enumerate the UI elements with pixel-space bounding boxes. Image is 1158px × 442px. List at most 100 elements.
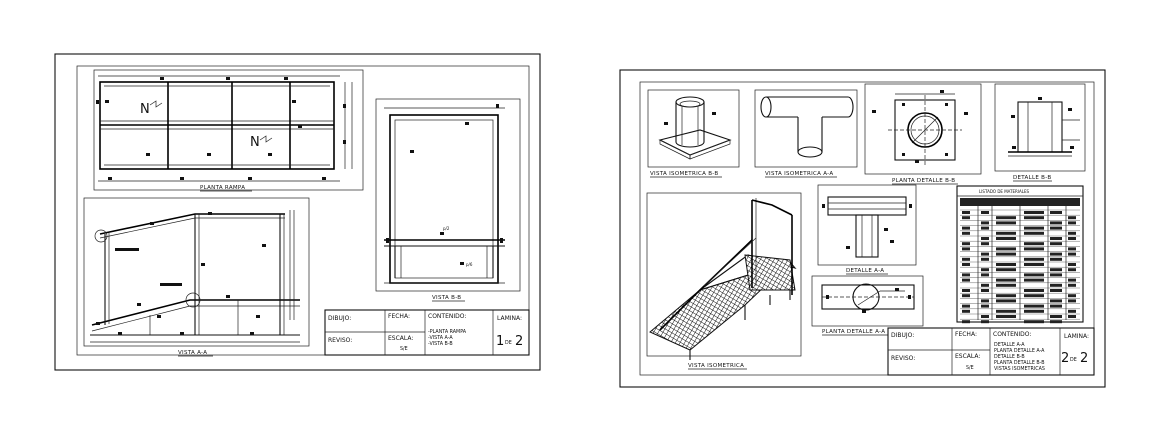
view-iso-aa: VISTA ISOMETRICA A-A — [754, 89, 858, 178]
tb1-escala: ESCALA: — [388, 335, 413, 342]
materials-cell-mark — [1024, 211, 1044, 214]
materials-cell-mark — [981, 283, 989, 287]
materials-cell-mark — [1024, 294, 1044, 298]
materials-cell-mark — [1024, 226, 1044, 230]
tb2-contenido-3: DETALLE B-B — [994, 354, 1025, 360]
tb1-escala-value: S/E — [400, 346, 408, 352]
materials-cell-mark — [1068, 216, 1076, 220]
materials-cell-mark — [1024, 309, 1044, 313]
materials-cell-mark — [1024, 278, 1044, 282]
materials-cell-mark — [1050, 320, 1062, 324]
materials-cell-mark — [1068, 278, 1076, 282]
materials-cell-mark — [962, 309, 970, 313]
label-iso-bb: VISTA ISOMETRICA B-B — [650, 171, 718, 177]
label-detalle-bb: DETALLE B-B — [1013, 175, 1051, 181]
tb2-contenido: CONTENIDO: — [993, 331, 1031, 338]
tb2-escala-value: S/E — [966, 365, 974, 371]
materials-cell-mark — [962, 289, 970, 292]
materials-cell-mark — [962, 320, 970, 324]
tb2-lamina-total: 2 — [1080, 351, 1088, 366]
materials-cell-mark — [1050, 257, 1062, 261]
materials-cell-mark — [981, 211, 989, 214]
view-detalle-aa: DETALLE A-A — [817, 184, 917, 275]
materials-cell-mark — [1024, 304, 1044, 308]
materials-cell-mark — [1024, 289, 1044, 292]
tb1-lamina: LAMINA: — [497, 315, 522, 322]
materials-cell-mark — [996, 231, 1016, 235]
tb2-contenido-2: PLANTA DETALLE A-A — [994, 348, 1045, 354]
materials-cell-mark — [1050, 315, 1062, 318]
label-isometrica: VISTA ISOMETRICA — [688, 363, 744, 369]
materials-cell-mark — [1050, 226, 1062, 230]
tb2-lamina-de: DE — [1070, 357, 1077, 363]
materials-cell-mark — [996, 278, 1016, 282]
view-planta-rampa: N N PLANTA RAMPA — [93, 69, 364, 192]
materials-cell-mark — [981, 226, 989, 230]
materials-cell-mark — [996, 252, 1016, 256]
tb1-fecha: FECHA: — [388, 313, 410, 320]
materials-cell-mark — [981, 237, 989, 240]
view-iso-bb: VISTA ISOMETRICA B-B — [647, 89, 740, 178]
materials-cell-mark — [1068, 252, 1076, 256]
materials-cell-mark — [996, 283, 1016, 287]
label-planta-detalle-bb: PLANTA DETALLE B-B — [892, 178, 955, 184]
materials-cell-mark — [1050, 221, 1062, 225]
sheet-1-inner-frame — [76, 65, 530, 356]
materials-cell-mark — [962, 263, 970, 266]
title-block-sheet-2: DIBUJO: REVISO: FECHA: ESCALA: S/E CONTE… — [887, 327, 1095, 376]
label-planta-rampa: PLANTA RAMPA — [200, 185, 245, 191]
materials-cell-mark — [981, 304, 989, 308]
materials-cell-mark — [1068, 237, 1076, 240]
label-detalle-aa: DETALLE A-A — [846, 268, 884, 274]
materials-cell-mark — [1068, 309, 1076, 313]
view-planta-detalle-bb: PLANTA DETALLE B-B — [864, 83, 982, 185]
view-isometrica: VISTA ISOMETRICA — [646, 192, 802, 370]
tb2-lamina-num: 2 — [1061, 351, 1069, 366]
materials-cell-mark — [1050, 268, 1062, 272]
sheet-2-inner-frame — [639, 81, 1095, 376]
materials-cell-mark — [996, 216, 1016, 220]
materials-cell-mark — [1068, 283, 1076, 287]
materials-cell-mark — [1068, 263, 1076, 266]
materials-cell-mark — [1024, 247, 1044, 251]
tb1-dibujo: DIBUJO: — [328, 315, 351, 322]
tb2-fecha: FECHA: — [955, 331, 977, 338]
callout-p2: p/2 — [443, 226, 450, 231]
materials-cell-mark — [962, 294, 970, 298]
materials-cell-mark — [1050, 237, 1062, 240]
materials-cell-mark — [1068, 221, 1076, 225]
materials-cell-mark — [962, 273, 970, 277]
tb1-contenido-3: -VISTA B-B — [428, 341, 453, 347]
materials-cell-mark — [1050, 273, 1062, 277]
sheet-2-border — [619, 69, 1106, 388]
materials-cell-mark — [1068, 315, 1076, 318]
materials-cell-mark — [981, 242, 989, 246]
materials-cell-mark — [1050, 289, 1062, 292]
materials-cell-mark — [1050, 304, 1062, 308]
materials-cell-mark — [1050, 211, 1062, 214]
materials-cell-mark — [996, 294, 1016, 298]
tb1-lamina-de: DE — [505, 340, 512, 346]
materials-cell-mark — [996, 247, 1016, 251]
label-vista-aa: VISTA A-A — [178, 350, 207, 356]
sheet-2: VISTA ISOMETRICA B-B VISTA ISOMETRICA A-… — [619, 69, 1106, 388]
label-iso-aa: VISTA ISOMETRICA A-A — [765, 171, 833, 177]
materials-cell-mark — [996, 309, 1016, 313]
tb1-contenido-2: -VISTA A-A — [428, 335, 453, 341]
tb1-lamina-num: 1 — [496, 334, 504, 349]
north-mark-2: N — [250, 135, 260, 150]
title-block-sheet-1: DIBUJO: REVISO: FECHA: ESCALA: S/E CONTE… — [324, 309, 530, 356]
materials-cell-mark — [1068, 247, 1076, 251]
materials-cell-mark — [981, 252, 989, 256]
sheet-1-border — [54, 53, 541, 371]
materials-cell-mark — [981, 299, 989, 303]
tb1-lamina-total: 2 — [515, 334, 523, 349]
label-listado-materiales: LISTADO DE MATERIALES — [979, 189, 1029, 194]
materials-cell-mark — [962, 216, 970, 220]
materials-cell-mark — [962, 231, 970, 235]
view-planta-detalle-aa: PLANTA DETALLE A-A — [811, 275, 924, 336]
materials-cell-mark — [1050, 242, 1062, 246]
view-vista-aa: VISTA A-A — [83, 197, 310, 357]
label-planta-detalle-aa: PLANTA DETALLE A-A — [822, 329, 885, 335]
